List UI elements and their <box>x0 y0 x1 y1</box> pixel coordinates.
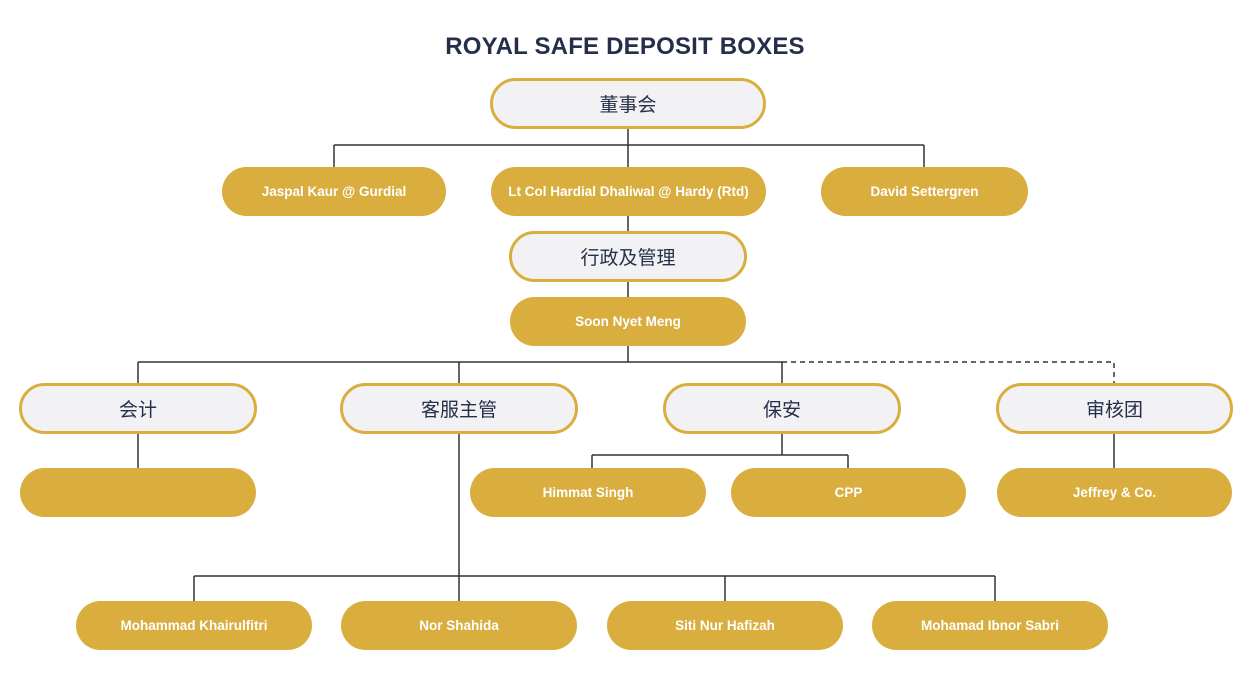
node-customer-service: 客服主管 <box>340 383 578 434</box>
node-security-1: Himmat Singh <box>470 468 706 517</box>
node-director-1: Jaspal Kaur @ Gurdial <box>222 167 446 216</box>
node-director-3: David Settergren <box>821 167 1028 216</box>
node-accounting: 会计 <box>19 383 257 434</box>
node-board: 董事会 <box>490 78 766 129</box>
node-security-2: CPP <box>731 468 966 517</box>
chart-title: ROYAL SAFE DEPOSIT BOXES <box>445 33 805 60</box>
node-security: 保安 <box>663 383 901 434</box>
node-audit: 审核团 <box>996 383 1233 434</box>
node-director-2: Lt Col Hardial Dhaliwal @ Hardy (Rtd) <box>491 167 766 216</box>
node-accounting-staff <box>20 468 256 517</box>
node-auditor: Jeffrey & Co. <box>997 468 1232 517</box>
node-admin: 行政及管理 <box>509 231 747 282</box>
node-cs-1: Mohammad Khairulfitri <box>76 601 312 650</box>
node-cs-3: Siti Nur Hafizah <box>607 601 843 650</box>
node-cs-2: Nor Shahida <box>341 601 577 650</box>
connector-audit-dashed <box>782 361 1115 384</box>
node-admin-head: Soon Nyet Meng <box>510 297 746 346</box>
node-cs-4: Mohamad Ibnor Sabri <box>872 601 1108 650</box>
